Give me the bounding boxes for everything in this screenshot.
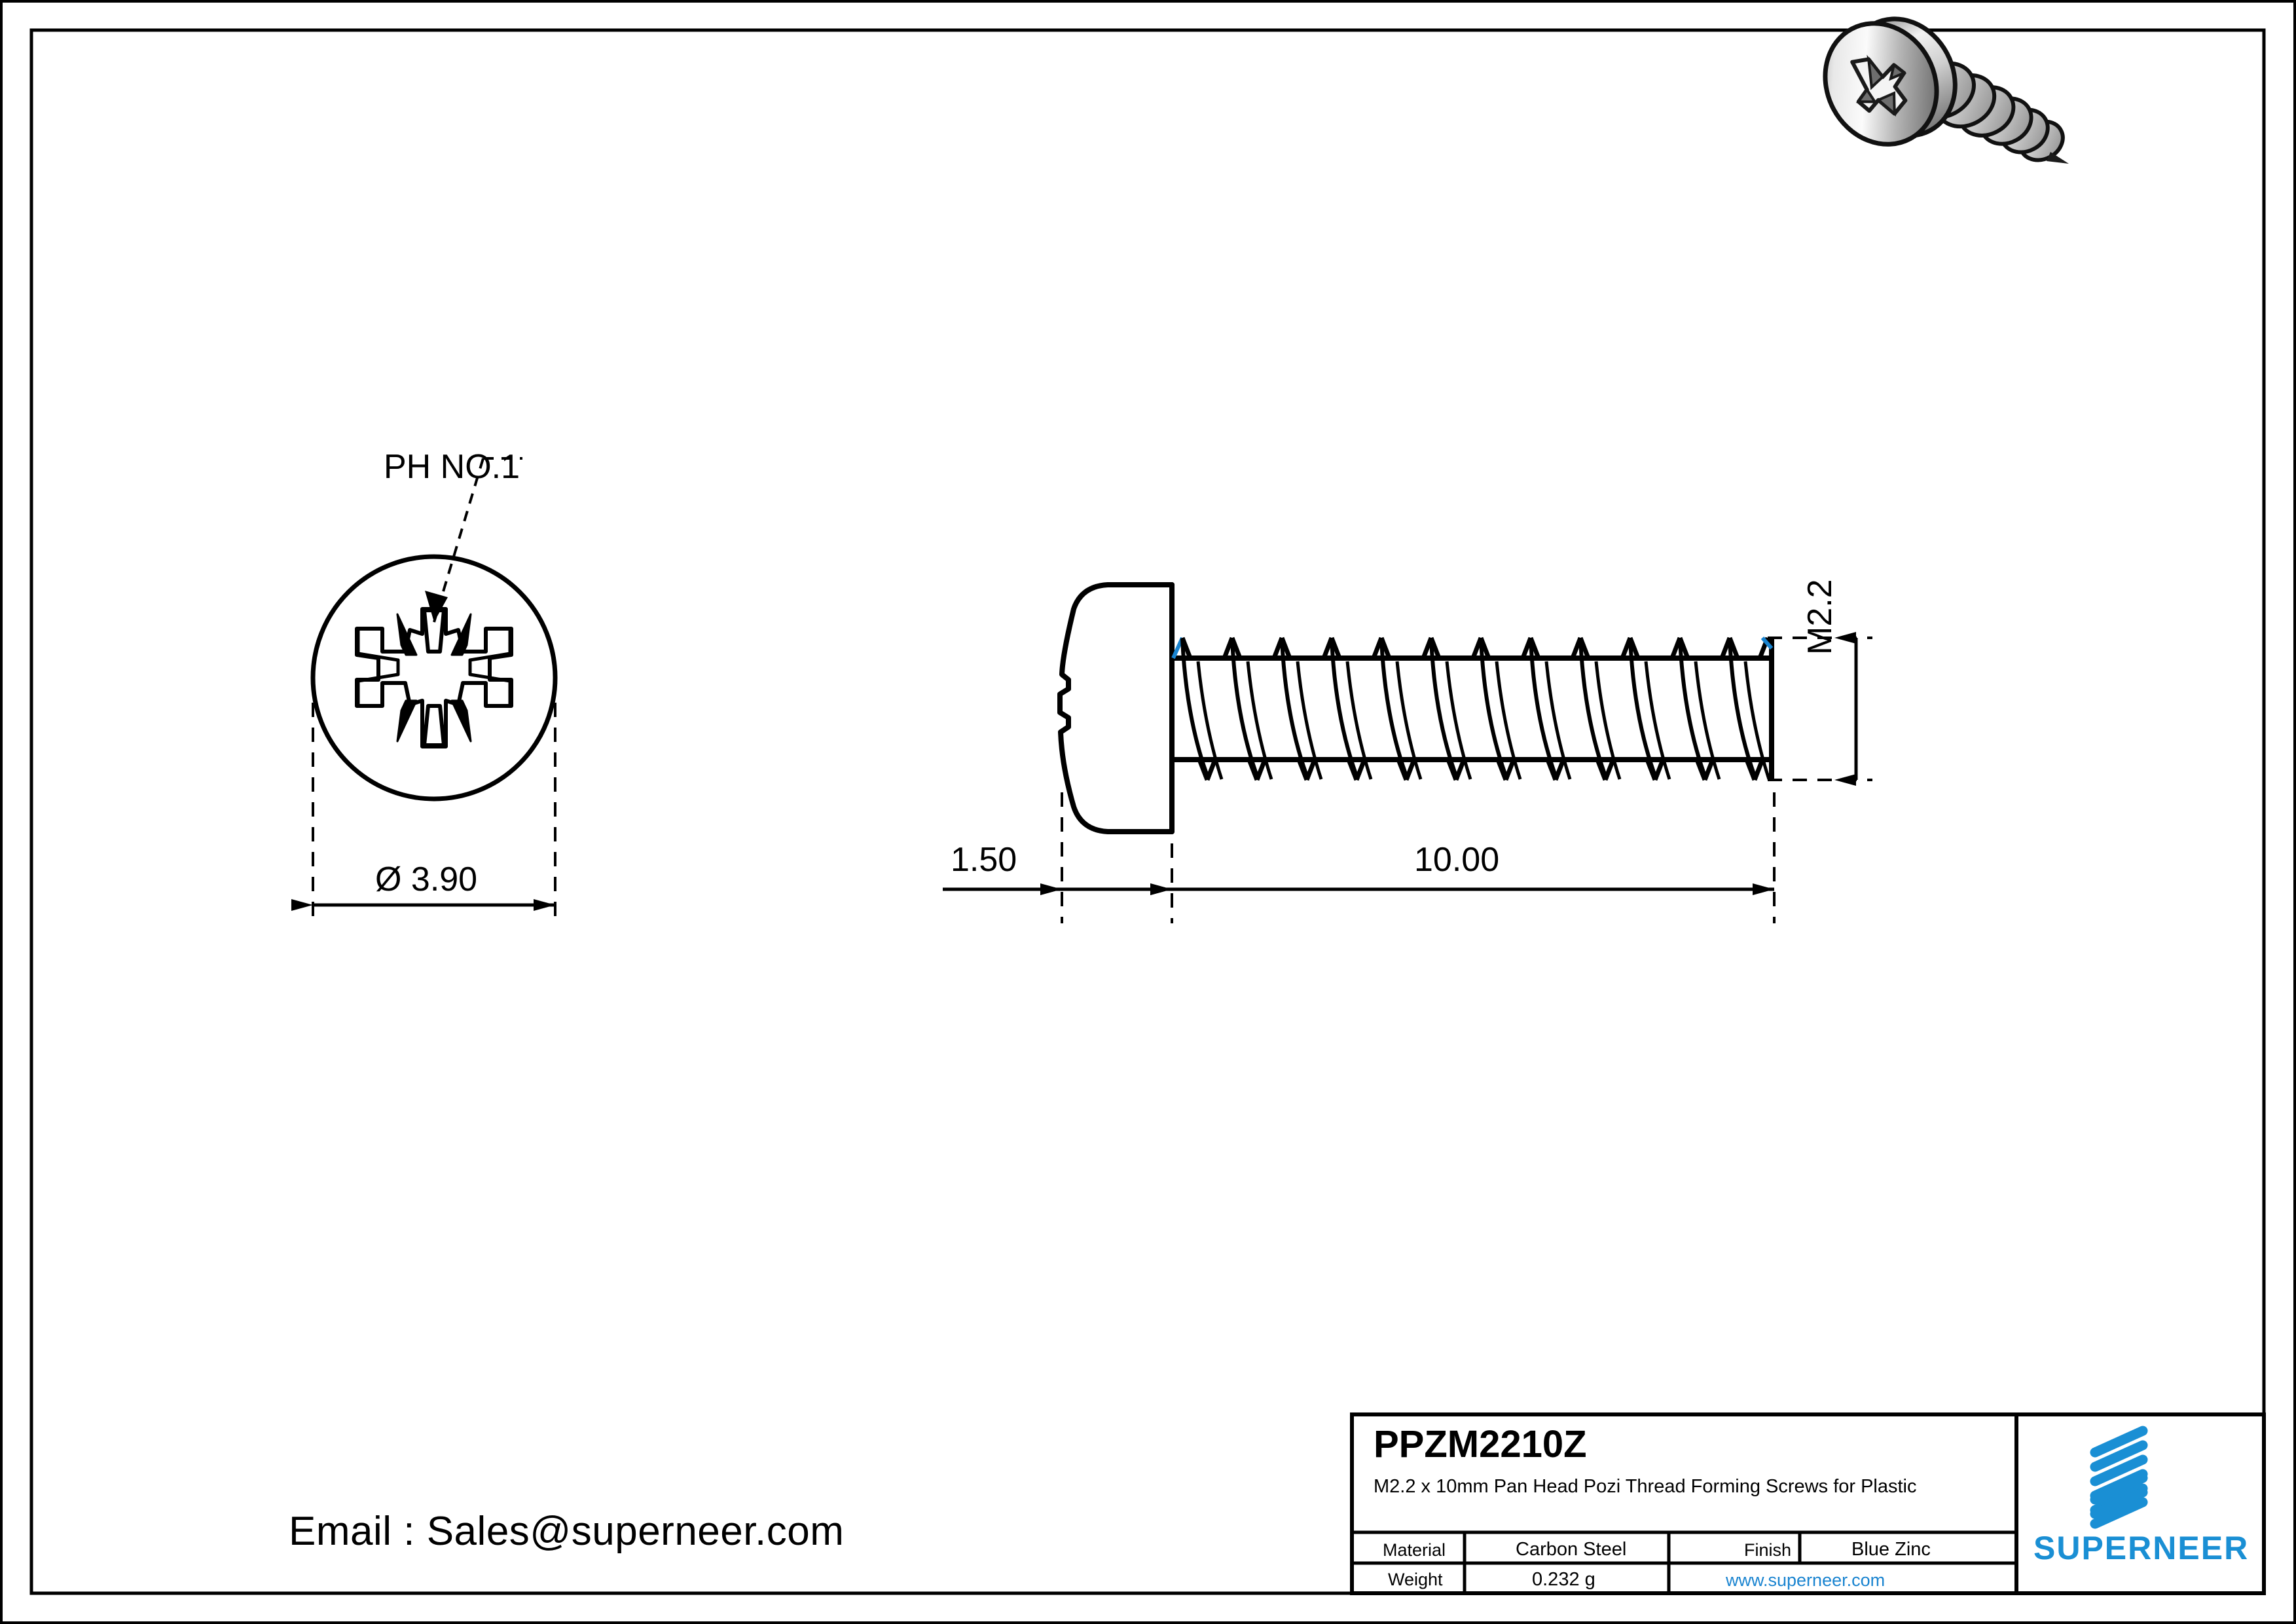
- head-outline-circle: [310, 554, 558, 802]
- title-block-outer: [1350, 1412, 2266, 1595]
- finish-value: Blue Zinc: [1851, 1539, 1931, 1560]
- ph-callout-arrowhead: [425, 591, 448, 622]
- superneer-wordmark: SUPERNEER: [2033, 1530, 2250, 1566]
- thread-end-highlight: [1760, 637, 1774, 650]
- head-diameter-dimension: [291, 678, 556, 920]
- thread-profile: [1171, 637, 1774, 781]
- head-height-label: 1.50: [951, 841, 1017, 879]
- length-dimension: [1150, 792, 1776, 923]
- ph-callout-label: PH NO.1: [384, 448, 520, 486]
- finish-label: Finish: [1744, 1540, 1792, 1560]
- weight-label: Weight: [1388, 1570, 1443, 1589]
- superneer-logo-icon: [2090, 1426, 2148, 1529]
- material-label: Material: [1383, 1540, 1446, 1560]
- screw-3d-tip: [2047, 152, 2069, 164]
- head-diameter-label: Ø 3.90: [375, 860, 478, 898]
- pozi-rib-lower-right: [450, 699, 472, 743]
- pozidriv-recess-icon: [355, 607, 513, 748]
- thread-size-label: M2.2: [1801, 579, 1839, 655]
- weight-value: 0.232 g: [1532, 1569, 1595, 1590]
- pozi-facet-right: [468, 630, 512, 705]
- screw-3d-pozidriv-recess: [1850, 54, 1908, 117]
- pozi-rib-upper-right: [450, 613, 472, 656]
- website-link[interactable]: www.superneer.com: [1726, 1570, 1886, 1590]
- head-view: [291, 457, 558, 920]
- pozi-rib-lower-left: [396, 699, 418, 743]
- drawing-frame: [29, 28, 2266, 1595]
- title-block: [1350, 1412, 2266, 1595]
- side-view: [943, 582, 1872, 923]
- pozi-cross-outline: [355, 607, 513, 748]
- material-value: Carbon Steel: [1516, 1539, 1627, 1560]
- pan-head-profile: [1057, 582, 1175, 834]
- contact-email: Email : Sales@superneer.com: [289, 1509, 845, 1554]
- length-label: 10.00: [1414, 841, 1500, 879]
- pozi-facet-bottom: [422, 704, 446, 747]
- part-description: M2.2 x 10mm Pan Head Pozi Thread Forming…: [1374, 1476, 1917, 1497]
- ph-callout-leader: [433, 457, 522, 623]
- thread-size-dimension: [1768, 632, 1872, 786]
- pozi-rib-upper-left: [396, 613, 418, 656]
- screw-3d-render: [1823, 16, 2069, 164]
- part-number: PPZM2210Z: [1374, 1423, 1587, 1466]
- pozi-facet-left: [356, 630, 400, 705]
- shank-body: [1172, 655, 1772, 762]
